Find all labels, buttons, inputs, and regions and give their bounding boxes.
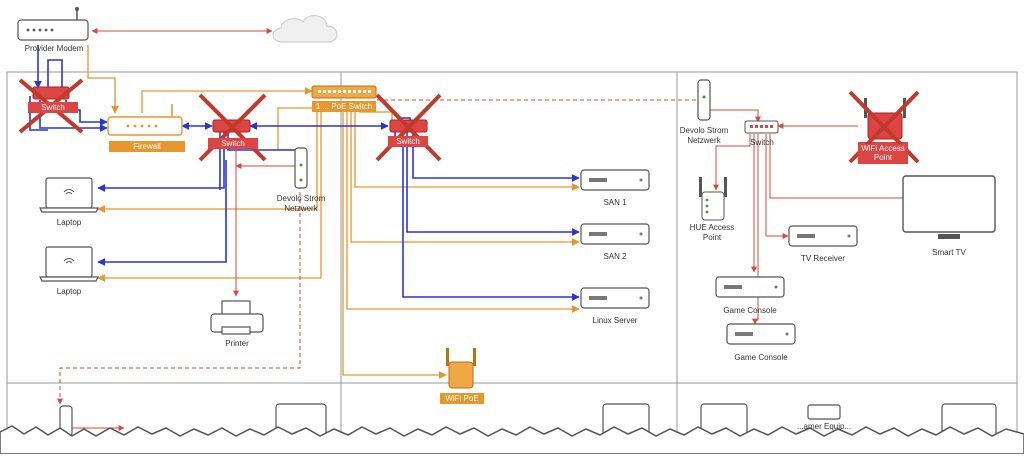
wifi-glyphs [63,189,75,264]
san-2-label: SAN 2 [603,252,627,261]
powerline-plug-icon [294,147,308,189]
tv-receiver-label: TV Receiver [800,254,845,263]
cloud-icon [272,15,338,43]
san-1-label: SAN 1 [603,198,627,207]
printer-label: Printer [225,339,249,348]
hue-access-point-label: HUE Access Point [689,223,735,242]
devolo-left-label: Devolo Strom Netzwerk [276,194,326,213]
red-links [57,28,910,431]
switch-right-crossed-label: Switch [388,136,428,147]
smart-tv-label: Smart TV [932,248,966,257]
bottom-row-devices [59,403,997,439]
printer-icon [210,300,264,335]
laptop-icon [39,177,99,282]
powerline-plug-icon-right [697,79,711,121]
crossed-switch-right [375,93,442,162]
laptop-2-label: Laptop [56,287,82,296]
switch-right-label: Switch [750,138,774,147]
server-port-marks [589,178,851,336]
devolo-right-label: Devolo Strom Netzwerk [679,126,729,145]
linux-server-label: Linux Server [592,316,638,325]
wifi-access-point-label: WiFi Access Point [858,144,908,162]
switch-left-label: Switch [28,102,78,113]
provider-modem-label: Provider Modem [24,44,84,53]
switch-mid-label: Switch [208,138,258,149]
firewall-label: Firewall [109,141,185,152]
poe-switch-label: 1 ... PoE Switch [312,101,376,112]
bottom-partial-label: ...amer Equip... [796,422,852,431]
access-point-icon [446,348,476,389]
wifi-poe-label: WiFi PoE [440,393,484,404]
laptop-1-label: Laptop [56,218,82,227]
game-console-1-label: Game Console [723,306,777,315]
poe-switch-icon [311,85,377,99]
game-console-2-label: Game Console [734,353,788,362]
router-icon [17,7,89,41]
tv-icon [902,175,996,239]
server-icon [580,169,858,420]
hue-access-point-icon [699,177,727,221]
torn-edge [0,425,1024,455]
firewall-icon [107,104,183,136]
switch-icon-right [744,120,779,134]
